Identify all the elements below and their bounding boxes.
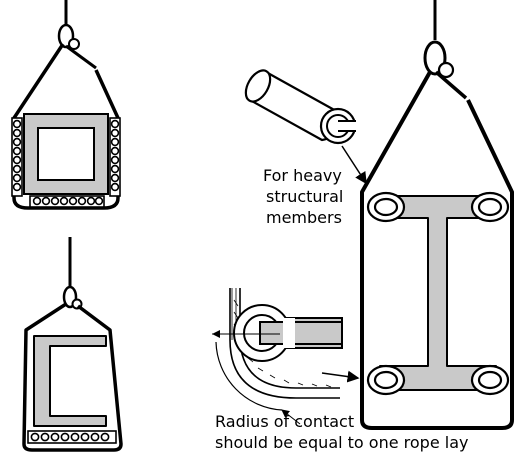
square-section-sling [11,0,121,210]
heavy-members-label-line1: For heavy [263,166,342,185]
sling-loop [22,302,123,452]
heavy-members-label-line2: structural [266,187,344,206]
shackle-icon [57,23,97,70]
pipe-protector-corners [366,191,510,396]
corner-protectors [11,117,121,208]
leader-arrow [321,370,360,383]
split-pipe-protector [244,69,358,145]
leader-arrow [281,409,301,425]
i-beam-section [379,195,497,391]
shackle-icon [423,40,468,100]
channel-section-sling [22,237,123,452]
heavy-members-label-line3: members [266,208,342,227]
radius-label-line1: Radius of contact [215,412,355,431]
channel-section [33,335,107,427]
sling-loop [12,43,120,210]
leader-arrow [341,145,367,185]
corner-protectors [27,430,117,444]
box-section-inner [37,127,95,181]
i-beam-sling [360,0,514,430]
radius-of-contact-detail [212,288,343,425]
radius-label-line2: should be equal to one rope lay [215,433,469,452]
sling-loop [360,71,514,430]
